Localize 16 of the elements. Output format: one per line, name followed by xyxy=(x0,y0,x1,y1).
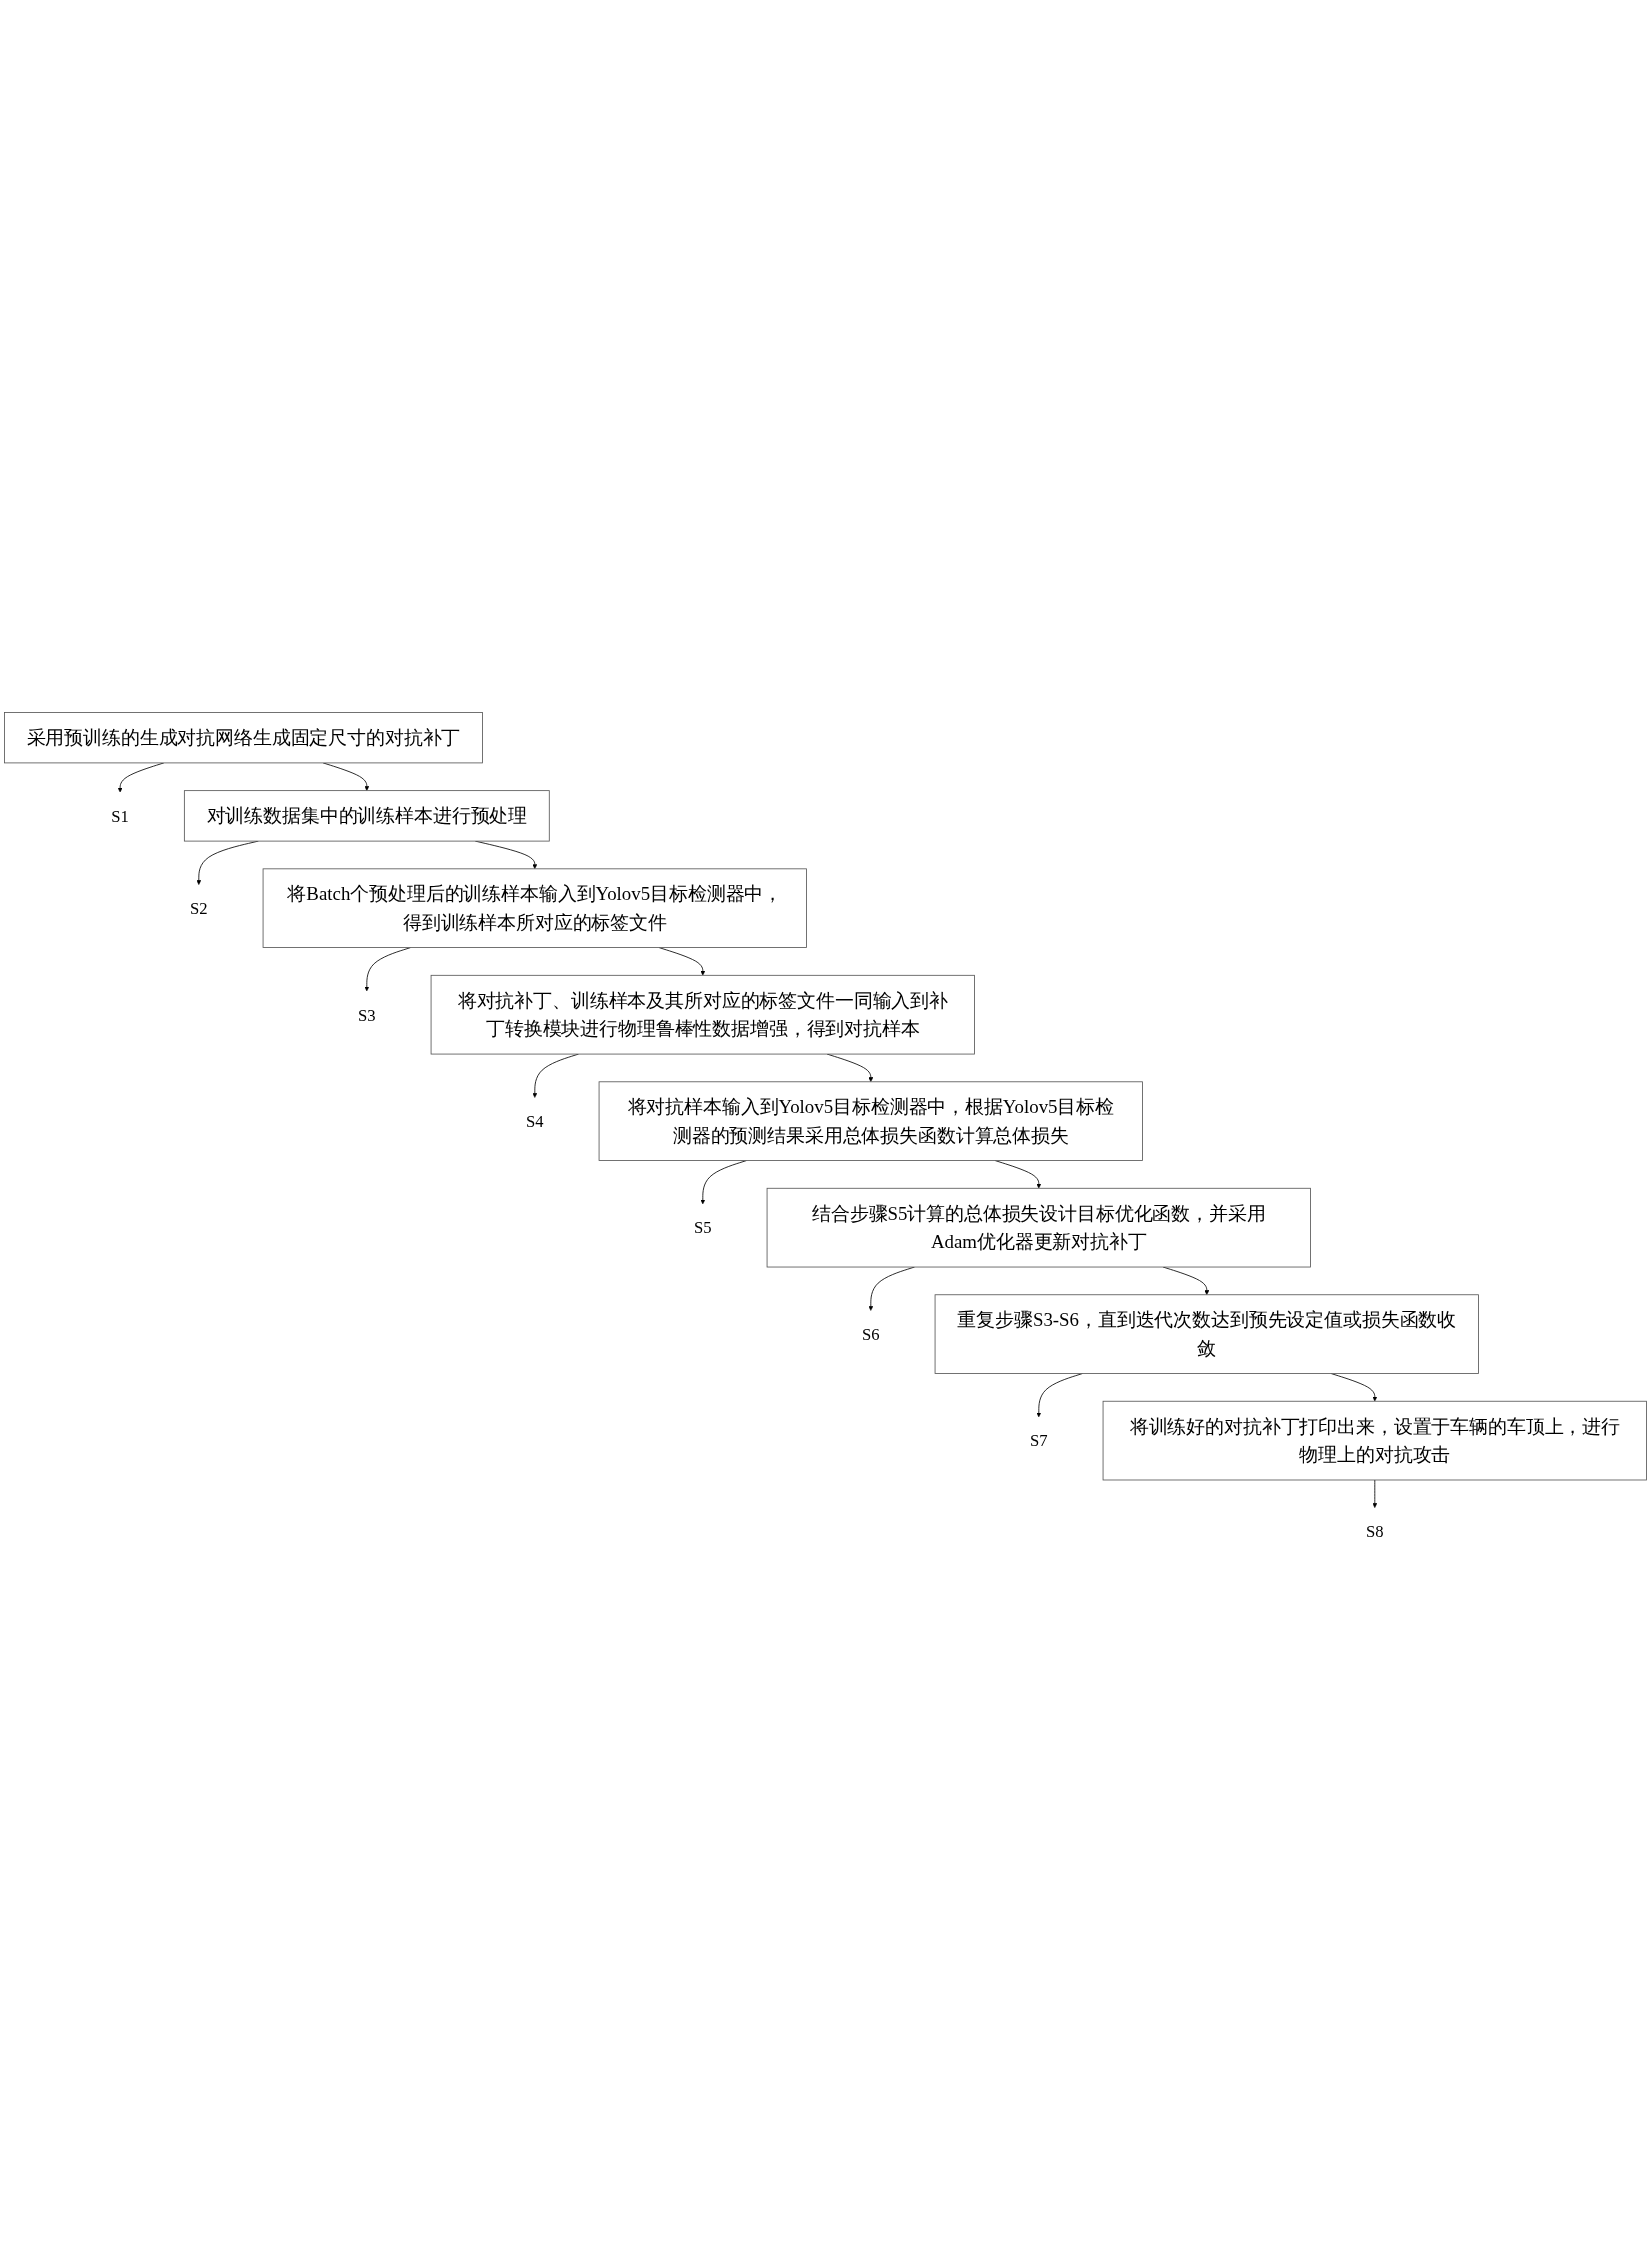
node-box: 将训练好的对抗补丁打印出来，设置于车辆的车顶上，进行物理上的对抗攻击 xyxy=(1102,1400,1647,1481)
node-box: 采用预训练的生成对抗网络生成固定尺寸的对抗补丁 xyxy=(4,711,483,764)
node-text: S2 xyxy=(190,898,208,918)
node-box: 结合步骤S5计算的总体损失设计目标优化函数，并采用Adam优化器更新对抗补丁 xyxy=(766,1187,1311,1268)
node-box: 重复步骤S3-S6，直到迭代次数达到预先设定值或损失函数收敛 xyxy=(934,1294,1479,1374)
node-text: S5 xyxy=(694,1218,712,1237)
node-text: S7 xyxy=(1030,1431,1048,1450)
node-text: S6 xyxy=(862,1324,880,1344)
node-text: S4 xyxy=(526,1111,544,1131)
node-box: 将对抗补丁、训练样本及其所对应的标签文件一同输入到补丁转换模块进行物理鲁棒性数据增强，得到对抗样本 xyxy=(430,974,975,1055)
node-box: 将对抗样本输入到Yolov5目标检测器中，根据Yolov5目标检测器的预测结果采用总体损失函数计算总体损失 xyxy=(598,1081,1143,1161)
node-box: 将Batch个预处理后的训练样本输入到Yolov5目标检测器中，得到训练样本所对应的标签文件 xyxy=(262,868,807,948)
node-text: S1 xyxy=(111,806,129,825)
node-text: S3 xyxy=(358,1005,376,1024)
node-text: S8 xyxy=(1366,1521,1384,1541)
node-box: 对训练数据集中的训练样本进行预处理 xyxy=(183,790,550,842)
